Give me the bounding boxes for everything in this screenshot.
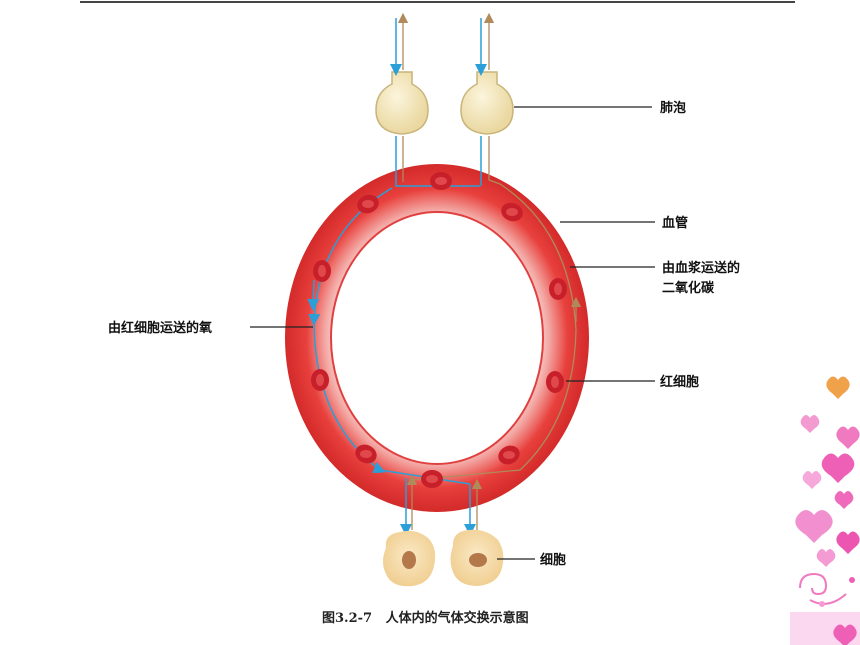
co2-arrows	[397, 12, 582, 530]
red-blood-cell	[430, 172, 452, 190]
label-cell: 细胞	[540, 552, 566, 568]
alveolus-right	[460, 71, 514, 135]
heart-icon	[836, 426, 860, 449]
label-oxygen: 由红细胞运送的氧	[108, 320, 212, 336]
oxygen-arrows	[307, 18, 487, 536]
red-blood-cell	[546, 371, 564, 393]
heart-icon	[800, 415, 820, 433]
heart-icon	[826, 376, 850, 399]
label-co2-line1: 由血浆运送的	[662, 260, 740, 276]
red-blood-cells	[311, 172, 567, 488]
tissue-cell-left	[383, 530, 436, 587]
heart-icon	[834, 491, 854, 509]
red-blood-cell	[357, 194, 379, 214]
leader-lines	[250, 106, 655, 560]
red-blood-cell	[498, 445, 520, 465]
red-blood-cell	[311, 369, 329, 391]
dot-icon	[819, 601, 825, 607]
heart-icon	[833, 624, 857, 645]
heart-icon	[802, 471, 822, 489]
label-alveolus: 肺泡	[660, 100, 686, 116]
blood-vessel	[285, 164, 589, 512]
label-vessel: 血管	[662, 215, 688, 231]
red-blood-cell	[549, 278, 567, 300]
label-rbc: 红细胞	[660, 374, 699, 390]
red-blood-cell	[501, 202, 523, 222]
alveolus-left	[375, 71, 429, 135]
swirl-icon	[799, 572, 847, 605]
decorative-corner	[790, 376, 860, 645]
heart-icon	[816, 549, 836, 567]
heart-icon	[836, 531, 860, 554]
red-blood-cell	[421, 470, 443, 488]
heart-icon	[795, 510, 833, 543]
red-blood-cell	[355, 444, 377, 464]
red-blood-cell	[313, 260, 331, 282]
figure-caption: 图3.2-7 人体内的气体交换示意图	[322, 610, 529, 626]
label-co2-line2: 二氧化碳	[662, 280, 715, 296]
heart-icon	[821, 453, 855, 483]
tissue-cell-right	[450, 529, 504, 586]
dot-icon	[849, 577, 855, 583]
